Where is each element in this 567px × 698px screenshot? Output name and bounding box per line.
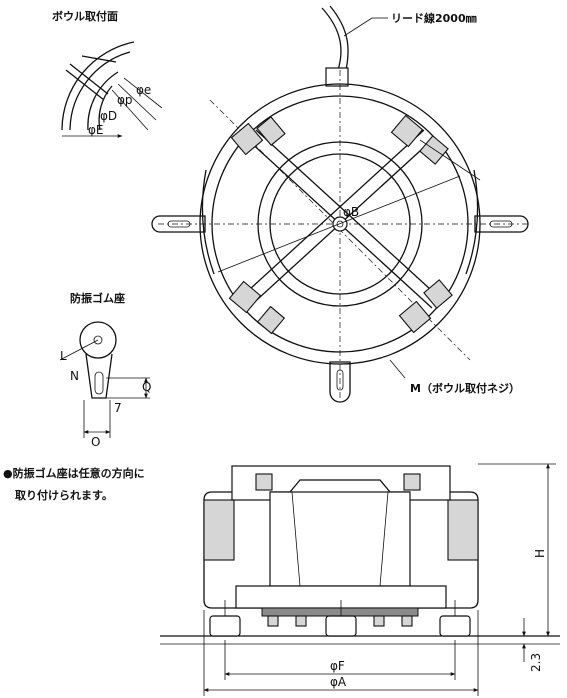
center-bowl-column <box>269 491 411 587</box>
phi-d-label: φD <box>100 109 117 123</box>
lead-wire <box>321 7 342 71</box>
phi-f-label: φF <box>330 659 345 673</box>
rubber-foot-center <box>325 615 357 637</box>
phi-e-upper-label: φE <box>88 123 104 137</box>
clearance-label: 2.3 <box>529 653 543 672</box>
outer-body <box>199 83 481 365</box>
slot-edge <box>65 69 105 101</box>
bowl-mount-face-label: ボウル取付面 <box>52 9 118 23</box>
bolt-block-3 <box>228 280 262 314</box>
inner-ring <box>257 141 423 307</box>
bottom-bolt-bar <box>261 607 419 617</box>
phi-b-label: φB <box>343 205 359 219</box>
lead-wire-label: リード線2000㎜ <box>391 11 477 25</box>
cable-gland <box>325 67 349 87</box>
l-label: L <box>60 349 67 363</box>
rubber-foot-left <box>209 615 241 637</box>
seat-boss <box>79 321 117 359</box>
seat-stem <box>85 353 113 399</box>
mount-tab-left <box>151 215 206 233</box>
note-line-2: 取り付けられます。 <box>15 488 113 502</box>
h-label: H <box>533 549 547 558</box>
bowl-screw-label: M（ボウル取付ネジ） <box>410 381 520 395</box>
phi-a-label: φA <box>330 675 347 689</box>
side-body <box>203 491 479 609</box>
phi-e-lower-label: φe <box>136 83 151 97</box>
q-label: Q <box>142 380 151 394</box>
bolt-block-2 <box>390 114 424 148</box>
anti-vibration-seat-label: 防振ゴム座 <box>70 291 125 305</box>
note-line-1: ●防振ゴム座は任意の方向に <box>3 466 145 480</box>
anti-vibration-seat-detail: 防振ゴム座 L N Q 7 O <box>59 291 151 449</box>
bolt-block-1 <box>230 122 264 156</box>
mount-tab-right <box>474 215 529 233</box>
o-label: O <box>91 435 100 449</box>
n-label: N <box>70 369 79 383</box>
bolt-block-4 <box>398 300 432 334</box>
side-view: H 2.3 φF φA <box>160 463 560 696</box>
rubber-foot-right <box>439 615 471 637</box>
mount-tab-bottom <box>329 361 351 403</box>
seven-label: 7 <box>114 401 122 415</box>
top-view: リード線2000㎜ φB <box>151 5 529 403</box>
phi-p-label: φp <box>117 93 133 107</box>
bowl-mount-face-detail: ボウル取付面 φE φD φp φe <box>52 9 163 138</box>
